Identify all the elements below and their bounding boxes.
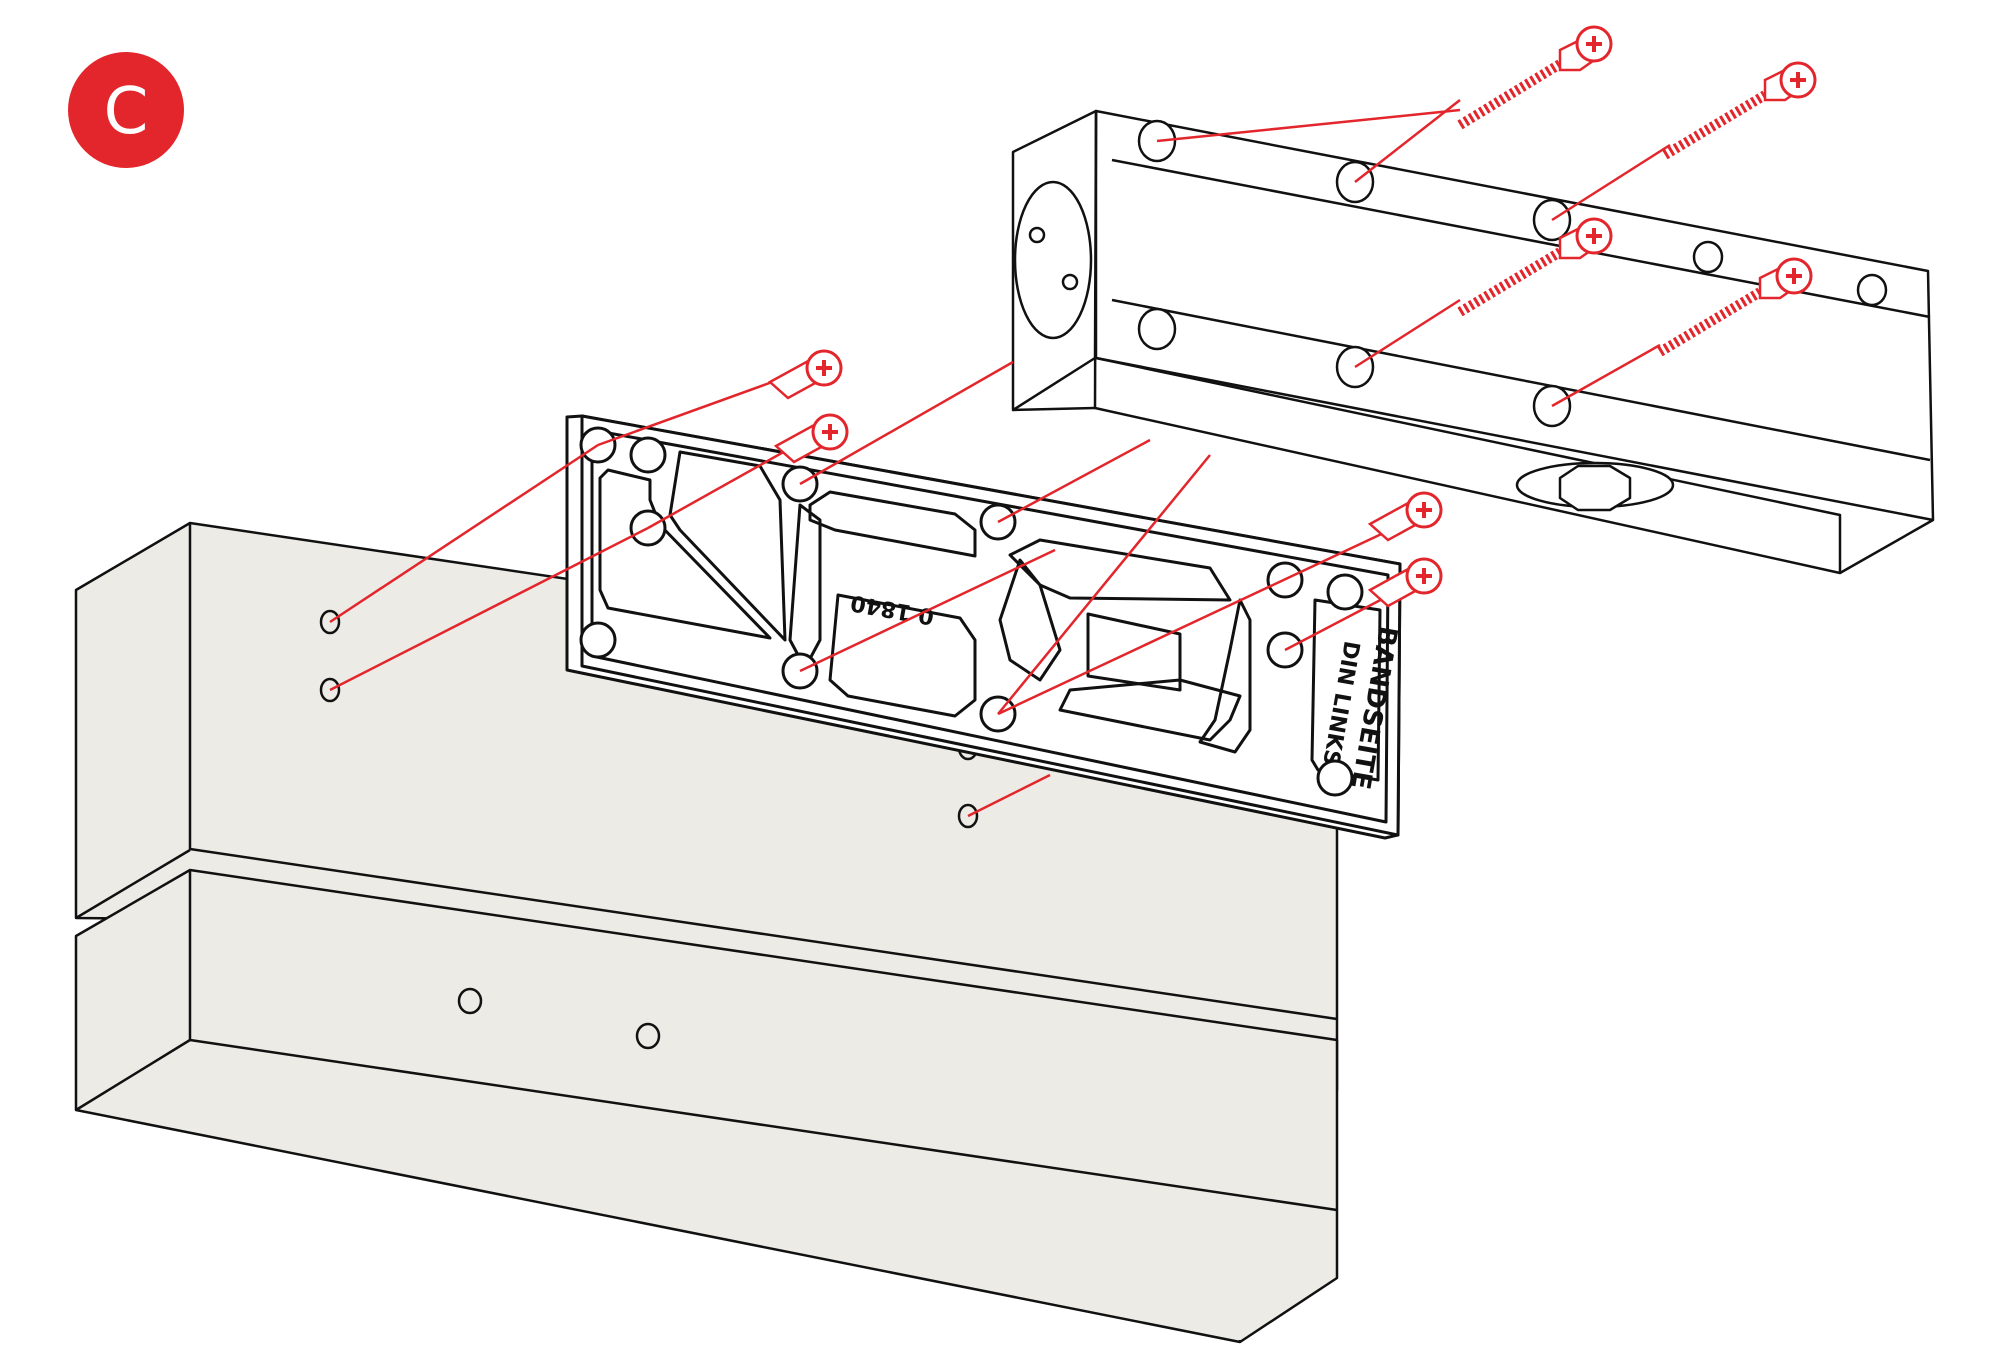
- phillips-plus-icon: [1575, 25, 1613, 63]
- closer-edge: [1111, 298, 1931, 462]
- step-badge-circle: [68, 52, 184, 168]
- alignment-lines: [329, 99, 1671, 818]
- plate-pocket: [828, 593, 977, 718]
- closer-hole: [1856, 273, 1888, 307]
- closer-end-cap: [1013, 180, 1093, 340]
- closer-pinion-hex: [1558, 464, 1632, 512]
- door-closer-body: [1011, 109, 1935, 575]
- alignment-line: [799, 548, 1056, 673]
- alignment-line: [997, 528, 1391, 716]
- closer-end-screw: [1028, 226, 1046, 244]
- plate-face: [580, 414, 1402, 837]
- short-screw: [767, 349, 843, 400]
- phillips-plus-icon: [1775, 257, 1813, 295]
- phillips-plus-icon: [805, 349, 843, 387]
- short-screw: [1367, 557, 1443, 608]
- plate-hole: [629, 436, 667, 474]
- closer-hole: [1692, 240, 1724, 274]
- plate-pocket: [788, 503, 822, 670]
- step-label: C: [104, 75, 149, 149]
- phillips-plus-icon: [1779, 61, 1817, 99]
- plate-window: [1086, 612, 1182, 692]
- plate-rim: [590, 428, 1390, 824]
- alignment-line: [1551, 143, 1671, 222]
- step-badge: C: [68, 52, 184, 168]
- closer-edge: [1095, 356, 1842, 573]
- phillips-plus-icon: [1575, 217, 1613, 255]
- alignment-line: [997, 438, 1151, 524]
- plate-pocket: [1058, 678, 1242, 742]
- plate-hole: [1316, 759, 1354, 797]
- screw-heads: [767, 25, 1817, 608]
- closer-hole: [1137, 307, 1177, 351]
- plate-pocket: [1198, 598, 1252, 754]
- alignment-line: [997, 454, 1211, 715]
- alignment-line: [329, 526, 649, 692]
- alignment-line: [1354, 298, 1461, 369]
- alignment-line: [799, 360, 1014, 486]
- alignment-line: [1284, 593, 1391, 652]
- alignment-line: [597, 370, 801, 447]
- phillips-plus-icon: [1405, 491, 1443, 529]
- alignment-line: [967, 773, 1051, 818]
- frame-edge-line: [188, 523, 1338, 1021]
- plate-pocket: [998, 558, 1062, 682]
- plate-hole: [1326, 573, 1364, 611]
- short-screw: [1367, 491, 1443, 542]
- alignment-line: [329, 443, 599, 624]
- alignment-line: [1354, 99, 1461, 183]
- alignment-line: [647, 438, 806, 530]
- frame-edge-line: [75, 1038, 191, 1112]
- frame-hole: [635, 1022, 661, 1050]
- mounting-plate: [565, 414, 1402, 840]
- alignment-line: [1156, 108, 1461, 143]
- closer-end-screw: [1061, 273, 1079, 291]
- frame-edge-line: [75, 848, 191, 920]
- plate-holes: [579, 426, 1364, 797]
- phillips-plus-icon: [1405, 557, 1443, 595]
- frame-hole: [457, 987, 483, 1015]
- phillips-plus-icon: [811, 413, 849, 451]
- plate-pocket: [808, 490, 977, 558]
- closer-edge: [1012, 406, 1096, 412]
- short-screw: [773, 413, 849, 464]
- plate-hole: [579, 621, 617, 659]
- alignment-line: [1551, 343, 1661, 408]
